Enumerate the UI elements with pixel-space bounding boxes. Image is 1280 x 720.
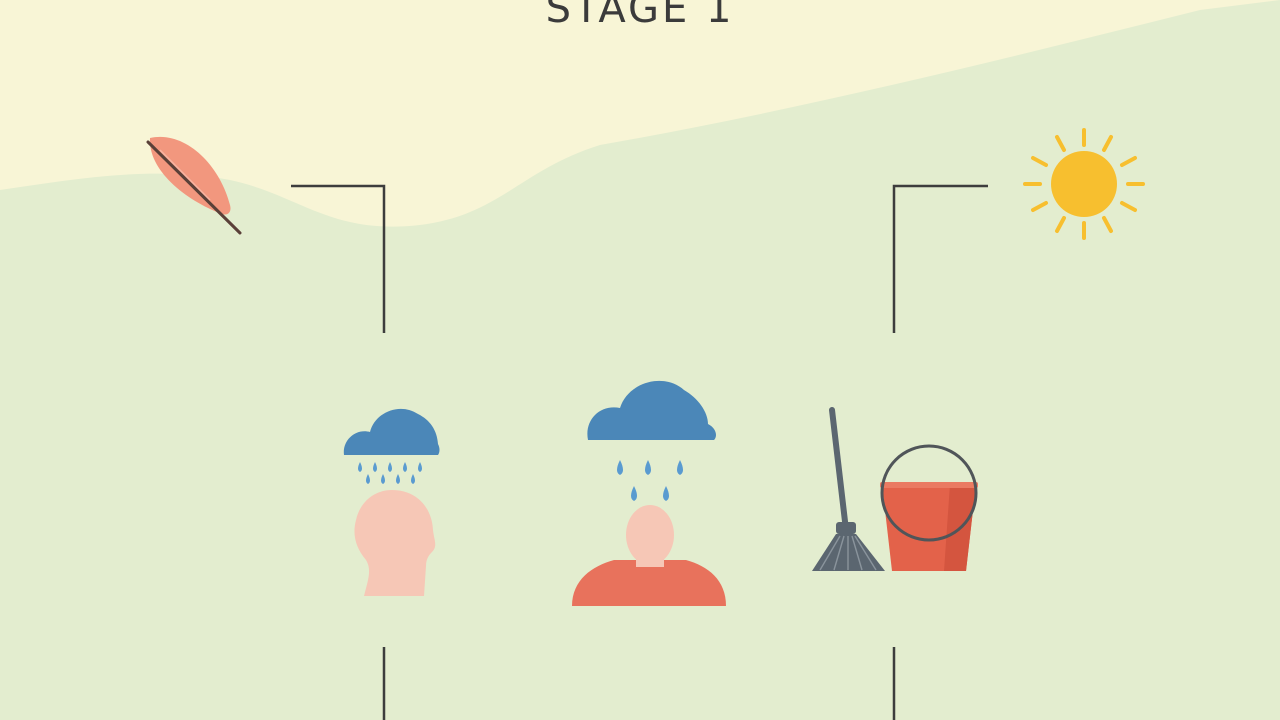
feather-icon (146, 136, 242, 235)
person-icon (572, 505, 726, 606)
rain-cloud-icon (587, 380, 716, 501)
stage-title: STAGE 1 (545, 0, 735, 32)
broom-icon (812, 407, 885, 571)
rain-cloud-icon (343, 408, 440, 484)
bracket-lines (291, 184, 988, 720)
head-silhouette-icon (354, 490, 436, 596)
right-top-bracket (892, 184, 988, 333)
sun-icon (1023, 128, 1145, 240)
left-top-bracket (291, 184, 386, 333)
bucket-icon (880, 444, 978, 571)
top-wave-band (0, 0, 1280, 227)
